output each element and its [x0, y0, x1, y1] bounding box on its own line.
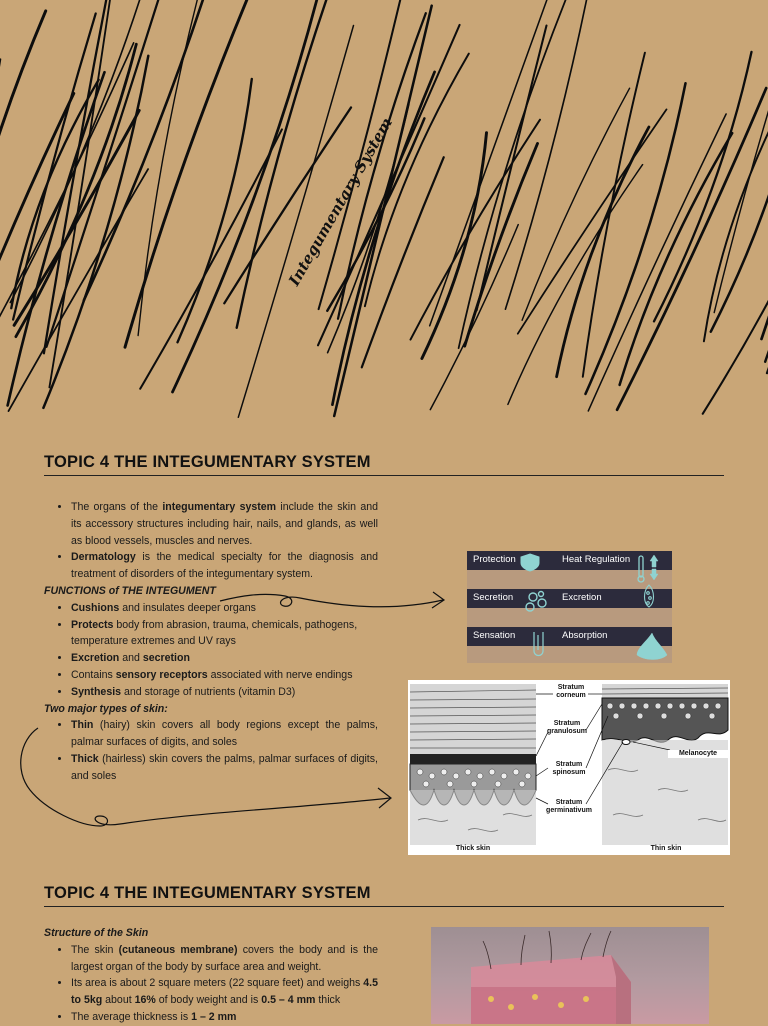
arrow-down-icon [650, 569, 658, 580]
skin-layers-diagram: Stratum corneum Stratum granulosum Strat… [408, 680, 730, 855]
hair-stroke [173, 0, 320, 392]
label-thin-skin: Thin skin [636, 845, 696, 853]
arrow-up-icon [650, 555, 658, 567]
structure-item: The skin (cutaneous membrane) covers the… [71, 942, 378, 976]
intro-item: Dermatology is the medical specialty for… [71, 549, 378, 583]
hair-stroke [518, 109, 667, 333]
hair-stroke [43, 56, 148, 408]
structure-item: Its area is about 2 square meters (22 sq… [71, 975, 378, 1009]
thermometer-icon [638, 556, 644, 582]
structure-heading: Structure of the Skin [44, 925, 378, 942]
hair-stroke [411, 120, 541, 340]
integument-function-table: Protection Heat Regulation Secretion Exc… [467, 551, 672, 663]
section2-text: Structure of the Skin The skin (cutaneou… [44, 925, 378, 1026]
droplet-icon [637, 633, 667, 660]
section1-divider [44, 475, 724, 476]
arrow-to-skin-diagram [21, 728, 390, 826]
nerve-receptor-icon [534, 632, 543, 656]
hair-stroke [508, 165, 643, 405]
structure-list: The skin (cutaneous membrane) covers the… [44, 942, 378, 1026]
hair-stroke [49, 0, 112, 387]
structure-item: The average thickness is 1 – 2 mm [71, 1009, 378, 1026]
sweat-droplets-icon [645, 585, 654, 607]
intro-list: The organs of the integumentary system i… [52, 499, 378, 583]
label-stratum-germinativum: Stratum germinativum [538, 799, 600, 815]
hair-stroke [422, 133, 487, 359]
hair-stroke [620, 133, 733, 385]
hair-stroke [8, 72, 105, 405]
section2-divider [44, 906, 724, 907]
arrow-to-function-table [220, 594, 443, 606]
hair-stroke [586, 83, 686, 394]
connector-arrows [0, 580, 460, 840]
hair-stroke [704, 97, 768, 341]
hair-stroke [0, 43, 134, 344]
skin-cross-section-photo [431, 927, 709, 1024]
hair-stroke [125, 0, 251, 347]
shield-icon [521, 554, 539, 571]
label-stratum-granulosum: Stratum granulosum [538, 720, 596, 736]
hair-stroke [365, 54, 469, 307]
hair-stroke [703, 134, 768, 413]
label-thick-skin: Thick skin [443, 845, 503, 853]
secretion-cells-icon [526, 592, 546, 612]
hair-stroke [711, 145, 768, 331]
hair-stroke [465, 144, 538, 347]
hair-stroke [617, 88, 766, 410]
label-stratum-spinosum: Stratum spinosum [543, 761, 595, 777]
hair-stroke [588, 114, 726, 411]
hair-stroke [459, 0, 578, 348]
section2-topic-heading: TOPIC 4 THE INTEGUMENTARY SYSTEM [44, 884, 371, 903]
hair-stroke [47, 0, 174, 347]
hair-stroke [430, 0, 550, 326]
hair-strokes-artwork [0, 0, 768, 420]
section1-topic-heading: TOPIC 4 THE INTEGUMENTARY SYSTEM [44, 453, 371, 472]
label-melanocyte: Melanocyte [668, 750, 728, 758]
label-stratum-corneum: Stratum corneum [546, 684, 596, 700]
intro-item: The organs of the integumentary system i… [71, 499, 378, 549]
